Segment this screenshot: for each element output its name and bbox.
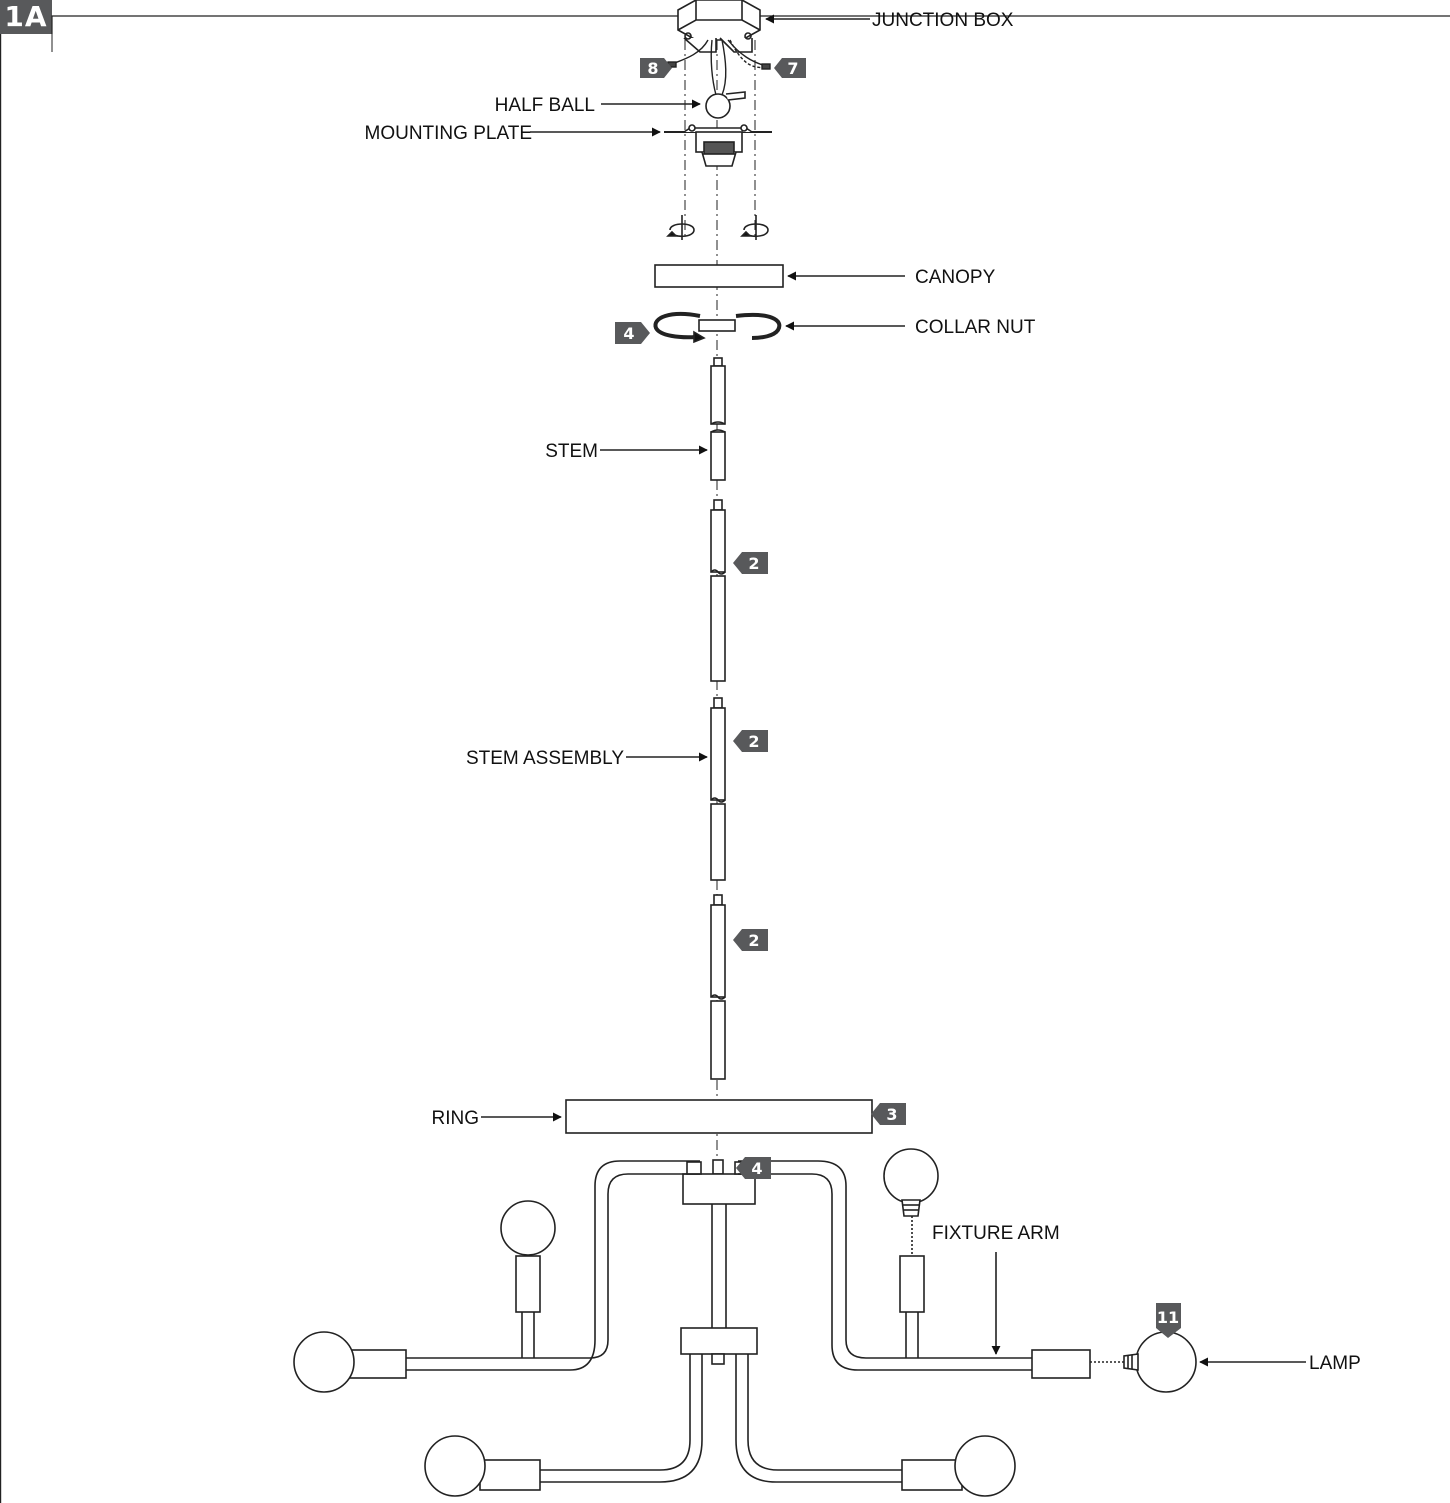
canopy-shape xyxy=(654,264,784,288)
step-badge-lamp: 11 xyxy=(1156,1303,1181,1338)
label-stem: STEM xyxy=(545,441,598,462)
stem-segment-1 xyxy=(710,499,726,682)
step-number: 4 xyxy=(623,324,634,343)
label-stem-assembly: STEM ASSEMBLY xyxy=(466,748,624,769)
label-lamp: LAMP xyxy=(1309,1353,1361,1374)
socket-left xyxy=(347,1349,407,1379)
step-number: 4 xyxy=(751,1159,762,1178)
step-badge-wire-white: 7 xyxy=(774,58,806,78)
bulb-upper-right xyxy=(883,1148,939,1256)
socket-lower-left xyxy=(479,1459,541,1491)
ring-shape xyxy=(565,1099,873,1134)
step-number: 7 xyxy=(787,59,798,78)
mounting-plate-shape xyxy=(664,124,772,167)
lamp-bulb xyxy=(1090,1331,1197,1393)
step-badge-ring: 3 xyxy=(871,1103,906,1125)
step-number: 2 xyxy=(748,554,759,573)
bulb-lower-left xyxy=(424,1435,486,1497)
half-ball-shape xyxy=(705,91,746,119)
junction-box-shape xyxy=(677,0,761,53)
label-collar-nut: COLLAR NUT xyxy=(915,317,1036,338)
step-badge-stem-1: 2 xyxy=(733,552,768,574)
stem-segment-3 xyxy=(710,894,726,1080)
step-number: 3 xyxy=(886,1105,897,1124)
step-badge-hub-nut: 4 xyxy=(736,1157,771,1179)
stem-segment-2 xyxy=(710,697,726,881)
step-number: 8 xyxy=(647,59,658,78)
label-mounting-plate: MOUNTING PLATE xyxy=(365,123,533,144)
arm-lower-right xyxy=(735,1354,902,1483)
wires xyxy=(667,39,771,96)
stem-shape xyxy=(710,357,726,481)
step-number: 2 xyxy=(748,732,759,751)
frame-top xyxy=(51,15,1450,34)
screw-right xyxy=(740,215,769,240)
bulb-lower-right xyxy=(954,1435,1016,1497)
step-number: 11 xyxy=(1157,1308,1179,1327)
step-badge-collar-nut: 4 xyxy=(615,322,650,344)
candle-socket-left xyxy=(515,1255,541,1358)
label-ring: RING xyxy=(432,1108,480,1129)
candle-socket-right xyxy=(899,1255,925,1358)
step-badge-stem-2: 2 xyxy=(733,730,768,752)
arm-lower-left xyxy=(540,1354,703,1483)
screw-left xyxy=(666,215,695,240)
label-canopy: CANOPY xyxy=(915,267,996,288)
socket-lower-right xyxy=(901,1459,963,1491)
label-half-ball: HALF BALL xyxy=(495,95,595,116)
step-badge-stem-3: 2 xyxy=(733,929,768,951)
bulb-left xyxy=(293,1331,355,1393)
label-fixture-arm: FIXTURE ARM xyxy=(932,1223,1060,1244)
fixture-body xyxy=(680,1159,758,1365)
collar-nut-shape xyxy=(653,311,782,344)
figure-label: 1A xyxy=(0,0,52,34)
socket-right xyxy=(1031,1349,1091,1379)
step-badge-wire-black: 8 xyxy=(640,58,672,78)
arm-upper-right xyxy=(738,1160,1032,1371)
arm-upper-left xyxy=(405,1160,700,1371)
label-junction-box: JUNCTION BOX xyxy=(872,10,1014,31)
step-number: 2 xyxy=(748,931,759,950)
bulb-upper-left xyxy=(500,1200,556,1256)
